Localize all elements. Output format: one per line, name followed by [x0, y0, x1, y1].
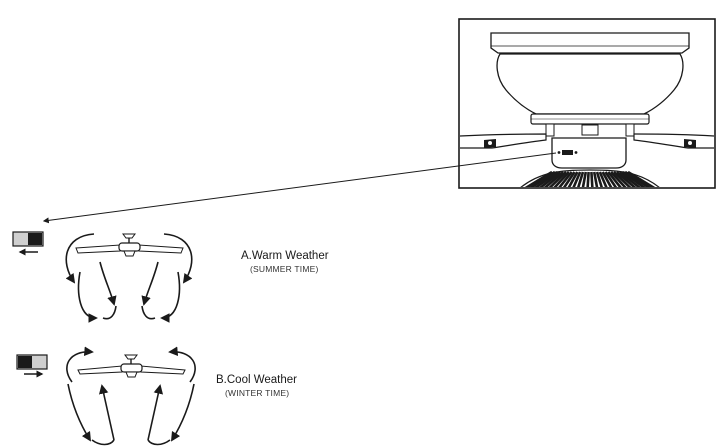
light-kit-rib — [621, 170, 646, 187]
light-kit-rib — [567, 171, 579, 187]
reverse-switch-icon — [16, 354, 48, 378]
light-kit-rib — [624, 170, 651, 187]
light-kit-rib — [577, 171, 585, 187]
light-kit-rib — [548, 171, 567, 187]
mode-cool-title: B.Cool Weather — [216, 374, 297, 386]
light-kit-rib — [586, 171, 590, 187]
light-kit-rib — [553, 171, 570, 187]
light-kit-rib — [592, 171, 599, 187]
pointer-arrow — [42, 152, 557, 224]
light-kit-rib — [604, 171, 618, 187]
light-kit-rib — [618, 170, 641, 187]
light-kit-rib — [572, 171, 582, 187]
light-kit-rib — [627, 170, 656, 187]
motor-detail-inset — [458, 18, 716, 189]
mode-cool-subtitle: (WINTER TIME) — [225, 388, 289, 398]
ceiling-fan-icon — [75, 233, 184, 257]
light-kit-ribs — [520, 169, 660, 187]
ceiling-fan-icon — [77, 354, 186, 378]
light-kit-rib — [595, 171, 603, 187]
light-kit-rib — [601, 171, 613, 187]
canopy-icon — [490, 32, 690, 125]
blade-arm-right — [633, 133, 714, 149]
curved-arrow-icon — [66, 346, 196, 446]
light-kit-rib — [615, 171, 637, 187]
reverse-switch-on-housing — [557, 150, 578, 155]
blade-arm-left — [460, 133, 547, 149]
light-kit-rib — [543, 171, 565, 187]
light-kit-rib — [562, 171, 576, 187]
mode-cool-panel — [16, 346, 196, 446]
reverse-switch-icon — [12, 231, 44, 256]
mode-warm-subtitle: (SUMMER TIME) — [250, 264, 319, 274]
light-kit-rib — [529, 170, 556, 187]
light-kit-rib — [590, 171, 594, 187]
light-kit-rib — [534, 170, 559, 187]
light-kit-rib — [581, 171, 588, 187]
light-kit-rib — [610, 171, 627, 187]
light-kit-rib — [539, 170, 562, 187]
curved-arrow-icon — [65, 233, 193, 323]
light-kit-rib — [598, 171, 608, 187]
light-kit-rib — [607, 171, 622, 187]
light-kit-rib — [524, 170, 553, 187]
mode-warm-panel — [12, 231, 193, 323]
light-kit-rib — [558, 171, 573, 187]
light-kit-rib — [613, 171, 632, 187]
mode-warm-title: A.Warm Weather — [241, 250, 329, 262]
